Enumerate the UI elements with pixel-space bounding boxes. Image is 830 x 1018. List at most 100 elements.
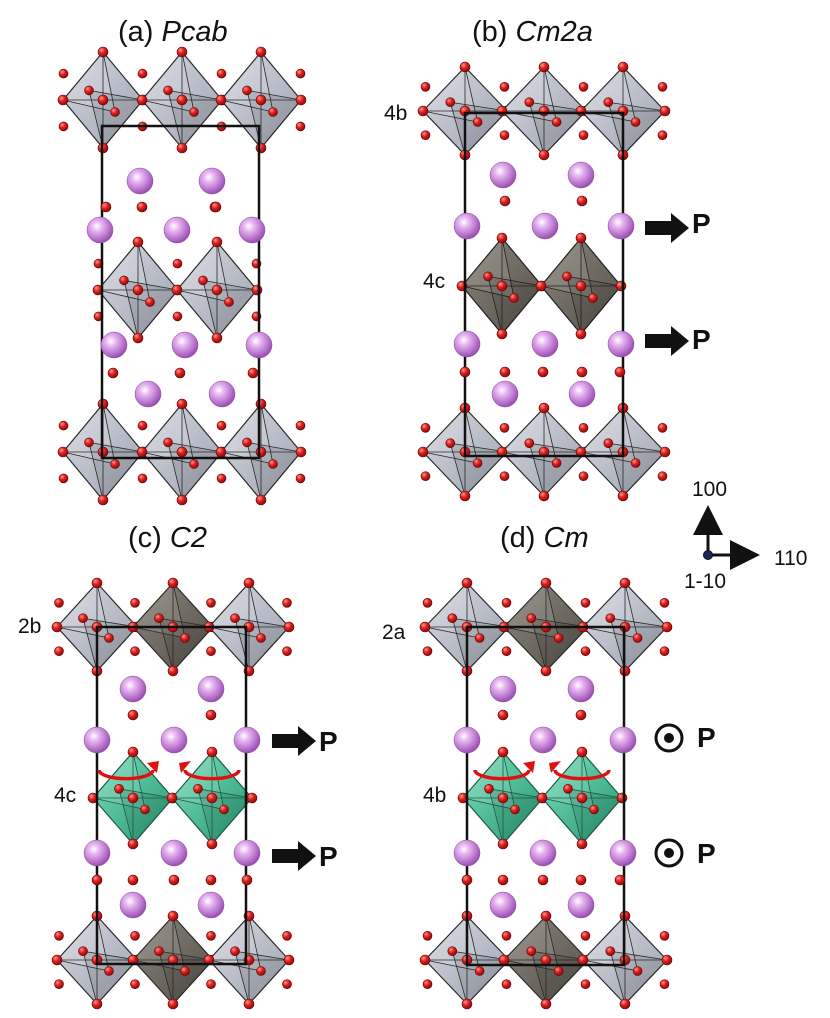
panel-d-polarization-out-of-plane-symbol-2 [654, 838, 684, 868]
oxygen-atom [472, 458, 483, 468]
oxygen-atom [420, 82, 431, 92]
oxygen-atom [136, 94, 148, 106]
a-site-cation [491, 380, 519, 408]
oxygen-atom [219, 804, 229, 815]
a-site-cation [489, 161, 517, 189]
oxygen-atom [268, 459, 278, 469]
oxygen-atom [420, 130, 431, 140]
a-site-cation [163, 216, 191, 244]
a-site-cation [567, 675, 595, 703]
oxygen-atom [57, 94, 69, 106]
oxygen-atom [605, 946, 616, 957]
oxygen-atom [130, 930, 140, 941]
panel-c-prefix: (c) [128, 522, 170, 554]
oxygen-atom [497, 746, 509, 758]
panel-d-title: (d) Cm [500, 522, 589, 555]
oxygen-atom [216, 420, 227, 431]
a-site-cation [453, 330, 481, 358]
oxygen-atom [180, 966, 190, 976]
a-site-cation [489, 891, 517, 919]
oxygen-atom [540, 910, 552, 922]
oxygen-atom [205, 874, 217, 886]
oxygen-atom [459, 366, 471, 378]
wyckoff-label: 4c [54, 784, 77, 807]
oxygen-atom [256, 633, 266, 643]
oxygen-atom [496, 280, 508, 292]
panel-c-rotation-arrow-icon-1 [97, 761, 159, 781]
oxygen-atom [551, 117, 562, 127]
oxygen-atom [136, 446, 148, 458]
rotation-arrowhead [147, 761, 159, 773]
a-site-cation [489, 675, 517, 703]
oxygen-atom [230, 613, 240, 624]
oxygen-atom [474, 966, 485, 976]
oxygen-atom [255, 142, 267, 154]
rotation-arc [183, 769, 241, 781]
oxygen-atom [58, 473, 69, 484]
oxygen-atom [498, 954, 510, 966]
oxygen-atom [578, 471, 589, 482]
oxygen-atom [127, 874, 139, 886]
oxygen-atom [140, 804, 150, 815]
oxygen-atom [206, 597, 216, 608]
panel-c-polarization-arrow-1 [272, 726, 316, 756]
oxygen-atom [215, 94, 227, 106]
oxygen-atom [295, 121, 306, 132]
wyckoff-label: 4b [384, 102, 408, 125]
oxygen-atom [501, 646, 512, 657]
oxygen-atom [176, 94, 188, 106]
oxygen-atom [540, 665, 552, 677]
oxygen-atom [58, 420, 69, 431]
oxygen-atom [255, 46, 267, 58]
oxygen-atom [445, 97, 456, 107]
wyckoff-label: 2a [382, 621, 406, 644]
oxygen-atom [540, 998, 552, 1010]
oxygen-atom [461, 577, 473, 589]
oxygen-atom [206, 746, 218, 758]
oxygen-atom [167, 665, 179, 677]
oxygen-atom [459, 61, 471, 73]
oxygen-atom [575, 709, 587, 721]
oxygen-atom [659, 105, 671, 117]
oxygen-atom [130, 597, 140, 608]
oxygen-atom [657, 82, 668, 92]
oxygen-atom [496, 232, 508, 244]
oxygen-atom [91, 874, 103, 886]
oxygen-atom [497, 838, 509, 850]
oxygen-atom [497, 874, 509, 886]
oxygen-atom [659, 597, 670, 608]
panel-c-space-group: C2 [169, 522, 207, 554]
panel-b-prefix: (b) [472, 16, 516, 48]
axis-label-right: 110 [774, 547, 808, 570]
oxygen-atom [537, 366, 549, 378]
oxygen-atom [255, 494, 267, 506]
oxygen-atom [78, 613, 88, 624]
oxygen-atom [198, 275, 208, 286]
oxygen-atom [575, 105, 587, 117]
oxygen-atom [206, 646, 216, 657]
oxygen-atom [605, 613, 616, 624]
panel-d-site-top: 2a [382, 621, 405, 645]
oxygen-atom [210, 201, 222, 213]
oxygen-atom [422, 930, 433, 941]
oxygen-atom [206, 792, 218, 804]
oxygen-atom [110, 107, 120, 117]
oxygen-atom [563, 783, 573, 794]
oxygen-atom [420, 422, 431, 433]
oxygen-atom [619, 577, 631, 589]
oxygen-atom [580, 979, 591, 990]
panel-c-rotation-arrow-icon-2 [179, 761, 241, 781]
oxygen-atom [243, 577, 255, 589]
a-site-cation [86, 216, 114, 244]
oxygen-atom [54, 646, 64, 657]
oxygen-atom [91, 998, 103, 1010]
oxygen-atom [246, 792, 258, 804]
oxygen-atom [538, 105, 550, 117]
oxygen-atom [167, 998, 179, 1010]
oxygen-atom [136, 201, 148, 213]
oxygen-atom [216, 473, 227, 484]
oxygen-atom [242, 85, 252, 96]
a-site-cation [198, 167, 226, 195]
oxygen-atom [114, 783, 124, 794]
a-site-cation [567, 891, 595, 919]
